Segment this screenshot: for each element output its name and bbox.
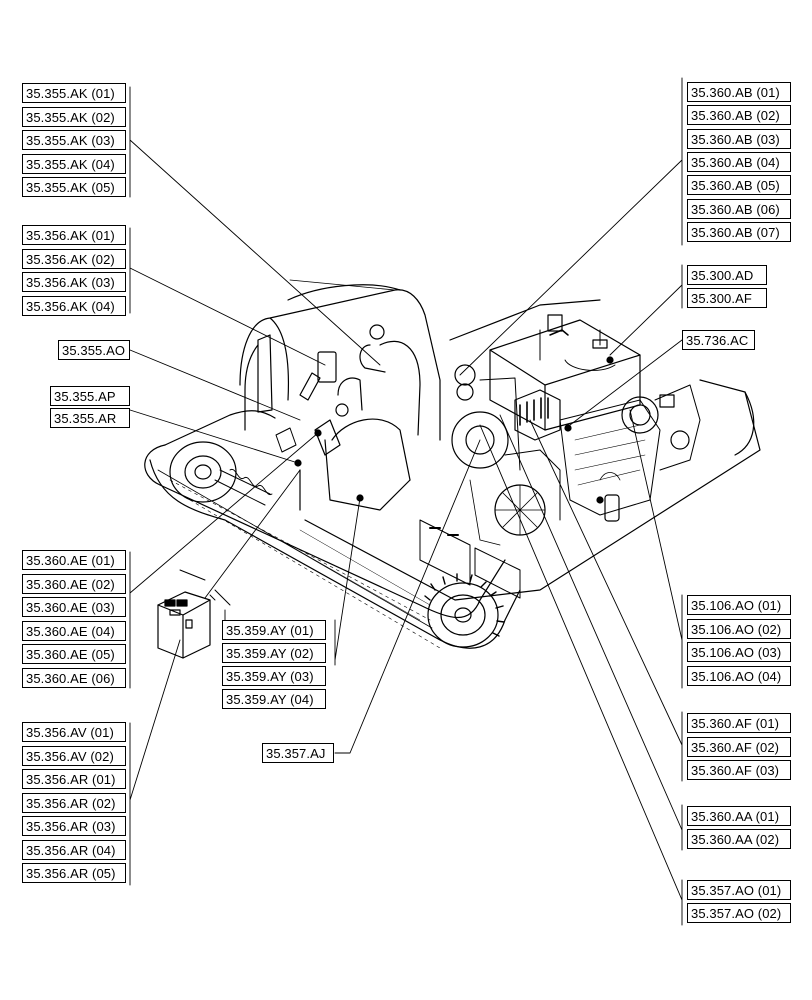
part-ref-label[interactable]: 35.300.AF	[687, 288, 767, 308]
part-ref-label[interactable]: 35.360.AB (03)	[687, 128, 791, 149]
part-ref-label[interactable]: 35.106.AO (01)	[687, 595, 791, 615]
part-ref-label[interactable]: 35.360.AB (05)	[687, 175, 791, 196]
part-ref-label[interactable]: 35.360.AA (01)	[687, 806, 791, 826]
part-ref-label[interactable]: 35.355.AR	[50, 408, 130, 428]
part-ref-label[interactable]: 35.356.AK (01)	[22, 225, 126, 245]
part-ref-label[interactable]: 35.355.AO	[58, 340, 130, 360]
part-ref-label[interactable]: 35.360.AA (02)	[687, 829, 791, 849]
part-ref-label[interactable]: 35.360.AE (04)	[22, 620, 126, 641]
track-assembly	[144, 410, 521, 649]
engine-hydraulics	[294, 314, 701, 546]
part-ref-label[interactable]: 35.355.AK (01)	[22, 83, 126, 103]
part-ref-label[interactable]: 35.360.AE (05)	[22, 644, 126, 664]
part-ref-label[interactable]: 35.356.AR (03)	[22, 816, 126, 836]
part-ref-label[interactable]: 35.356.AR (05)	[22, 863, 126, 883]
cab	[239, 279, 441, 511]
upper-structure	[299, 299, 761, 601]
part-ref-label[interactable]: 35.106.AO (02)	[687, 618, 791, 639]
part-ref-label[interactable]: 35.360.AB (01)	[687, 82, 791, 102]
part-ref-label[interactable]: 35.360.AF (03)	[687, 760, 791, 780]
part-ref-label[interactable]: 35.360.AB (07)	[687, 221, 791, 242]
part-ref-label[interactable]: 35.356.AR (02)	[22, 792, 126, 813]
part-ref-label[interactable]: 35.359.AY (02)	[222, 643, 326, 663]
part-ref-label[interactable]: 35.356.AK (02)	[22, 248, 126, 269]
part-ref-label[interactable]: 35.356.AK (03)	[22, 272, 126, 292]
part-ref-label[interactable]: 35.736.AC	[682, 330, 755, 350]
part-ref-label[interactable]: 35.360.AE (01)	[22, 550, 126, 570]
part-ref-label[interactable]: 35.360.AE (03)	[22, 597, 126, 617]
part-ref-label[interactable]: 35.360.AB (06)	[687, 198, 791, 219]
leader-lines	[129, 77, 683, 926]
part-ref-label[interactable]: 35.355.AK (02)	[22, 106, 126, 127]
part-ref-label[interactable]: 35.356.AR (01)	[22, 769, 126, 789]
part-ref-label[interactable]: 35.357.AJ	[262, 743, 334, 763]
part-ref-label[interactable]: 35.300.AD	[687, 265, 767, 285]
part-ref-label[interactable]: 35.360.AB (02)	[687, 105, 791, 126]
part-ref-label[interactable]: 35.356.AR (04)	[22, 839, 126, 860]
part-ref-label[interactable]: 35.356.AV (02)	[22, 745, 126, 766]
part-ref-label[interactable]: 35.359.AY (01)	[222, 620, 326, 640]
switch-module-icon	[157, 569, 231, 659]
part-ref-label[interactable]: 35.106.AO (04)	[687, 665, 791, 686]
part-ref-label[interactable]: 35.360.AE (06)	[22, 667, 126, 688]
part-ref-label[interactable]: 35.356.AV (01)	[22, 722, 126, 742]
part-ref-label[interactable]: 35.357.AO (02)	[687, 903, 791, 923]
part-ref-label[interactable]: 35.360.AF (01)	[687, 713, 791, 733]
part-ref-label[interactable]: 35.360.AF (02)	[687, 736, 791, 757]
part-ref-label[interactable]: 35.360.AE (02)	[22, 573, 126, 594]
part-ref-label[interactable]: 35.355.AK (03)	[22, 130, 126, 150]
part-ref-label[interactable]: 35.355.AK (05)	[22, 177, 126, 197]
part-ref-label[interactable]: 35.355.AP	[50, 386, 130, 406]
part-ref-label[interactable]: 35.357.AO (01)	[687, 880, 791, 900]
part-ref-label[interactable]: 35.356.AK (04)	[22, 295, 126, 316]
part-ref-label[interactable]: 35.359.AY (04)	[222, 689, 326, 709]
part-ref-label[interactable]: 35.106.AO (03)	[687, 642, 791, 662]
part-ref-label[interactable]: 35.359.AY (03)	[222, 666, 326, 686]
part-ref-label[interactable]: 35.355.AK (04)	[22, 153, 126, 174]
part-ref-label[interactable]: 35.360.AB (04)	[687, 151, 791, 172]
